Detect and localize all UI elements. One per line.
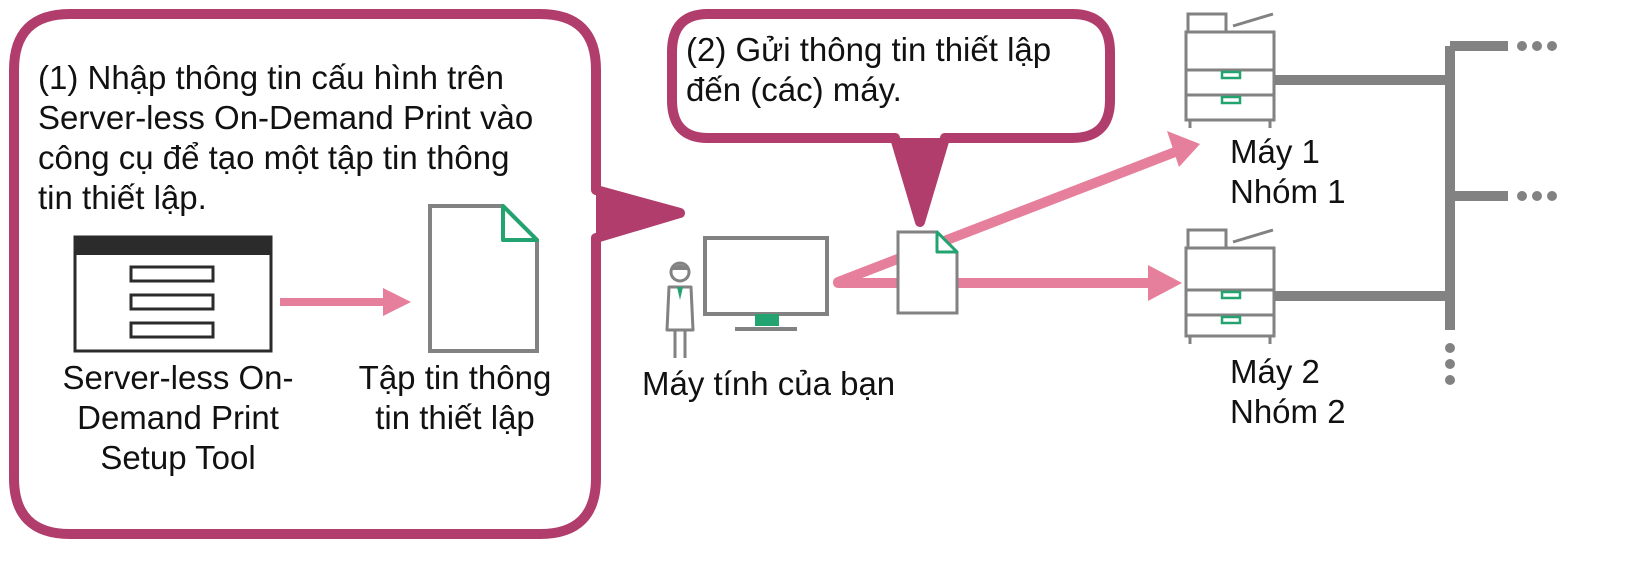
step2-text: (2) Gửi thông tin thiết lập đến (các) má… — [686, 30, 1051, 110]
machine2-label-line1: Máy 2 — [1230, 353, 1320, 390]
sent-file-icon — [896, 230, 959, 315]
step2-line1: (2) Gửi thông tin thiết lập — [686, 31, 1052, 68]
settings-file-label: Tập tin thông tin thiết lập — [340, 358, 570, 438]
machine1-label-line1: Máy 1 — [1230, 133, 1320, 170]
network-lines — [1272, 41, 1508, 330]
setup-tool-label-line2: Demand Print — [77, 399, 279, 436]
step1-line1: (1) Nhập thông tin cấu hình trên — [38, 59, 504, 96]
setup-tool-label-line3: Setup Tool — [100, 439, 256, 476]
step1-line3: công cụ để tạo một tập tin thông — [38, 139, 510, 176]
machine2-label-line2: Nhóm 2 — [1230, 393, 1346, 430]
computer-to-machine2-arrow — [833, 265, 1182, 301]
machine1-label-line2: Nhóm 1 — [1230, 173, 1346, 210]
machine2-label: Máy 2 Nhóm 2 — [1230, 352, 1346, 432]
settings-file-label-line1: Tập tin thông — [358, 359, 552, 396]
settings-file-label-line2: tin thiết lập — [375, 399, 535, 436]
step1-line2: Server-less On-Demand Print vào — [38, 99, 534, 136]
callout-step2 — [667, 9, 1115, 227]
multifunction-printer-icon-1 — [1184, 12, 1276, 128]
application-window-icon — [73, 235, 273, 353]
computer-to-machine1-arrow — [833, 131, 1200, 287]
document-icon — [428, 204, 539, 353]
step2-line2: đến (các) máy. — [686, 71, 902, 108]
callout-step1 — [9, 9, 685, 539]
network-continuation-dots — [1445, 41, 1557, 385]
machine1-label: Máy 1 Nhóm 1 — [1230, 132, 1346, 212]
tool-to-file-arrow — [280, 288, 411, 316]
step1-line4: tin thiết lập. — [38, 179, 207, 216]
computer-label: Máy tính của bạn — [642, 365, 896, 402]
person-icon — [665, 261, 695, 358]
multifunction-printer-icon-2 — [1184, 228, 1276, 344]
setup-tool-label: Server-less On- Demand Print Setup Tool — [38, 358, 318, 478]
setup-tool-label-line1: Server-less On- — [62, 359, 294, 396]
step1-text: (1) Nhập thông tin cấu hình trên Server-… — [38, 58, 533, 218]
desktop-monitor-icon — [703, 236, 829, 331]
